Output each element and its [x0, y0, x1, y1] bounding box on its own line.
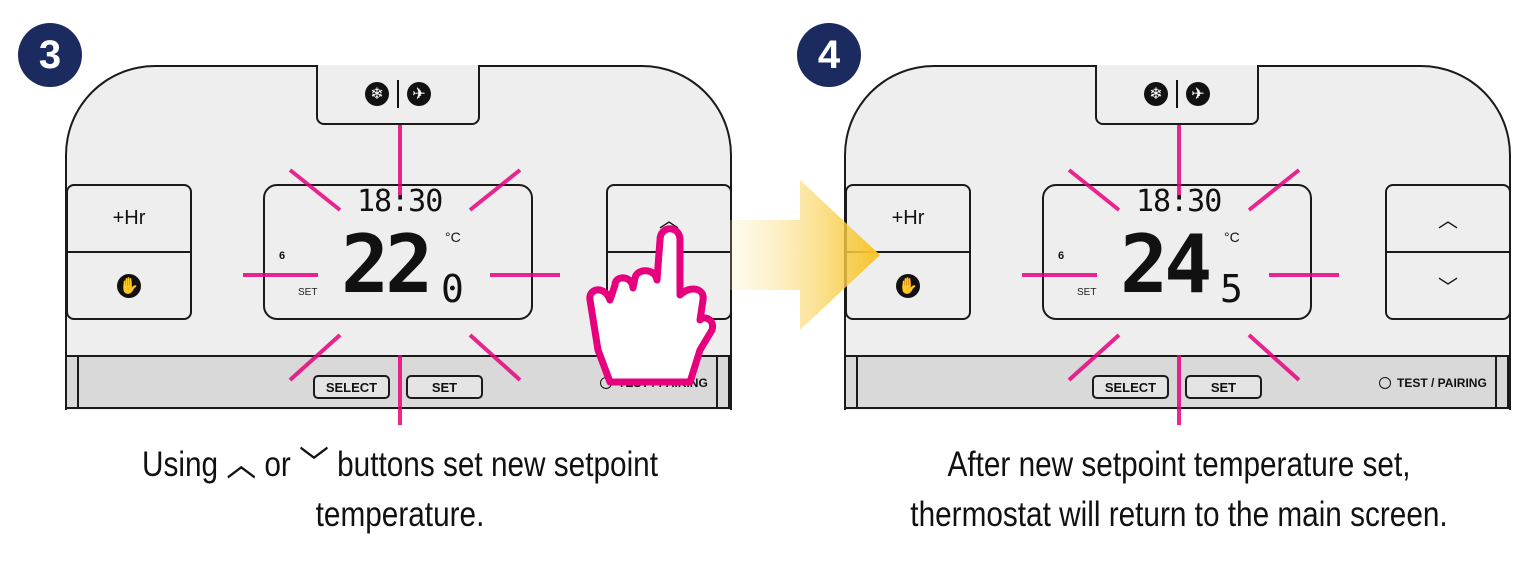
- test-pairing-button[interactable]: TEST / PAIRING: [600, 376, 708, 390]
- set-button[interactable]: SET: [1185, 375, 1262, 399]
- step-number-badge: 4: [797, 23, 861, 87]
- caption-text: Using: [141, 445, 219, 484]
- set-button[interactable]: SET: [406, 375, 483, 399]
- snowflake-icon: ❄: [365, 82, 389, 106]
- hand-icon: ✋: [117, 273, 141, 298]
- right-button-group: ︿: [606, 184, 732, 320]
- up-button[interactable]: ︿: [1438, 210, 1458, 232]
- caption-text: or: [264, 445, 291, 484]
- setpoint-decimal: 0: [441, 267, 464, 311]
- test-pairing-button[interactable]: TEST / PAIRING: [1379, 376, 1487, 390]
- program-number: 6: [1058, 250, 1065, 262]
- step-caption: Using ︿ or ﹀ buttons set new setpoint tem…: [60, 440, 740, 540]
- plus-hour-button[interactable]: +Hr: [891, 207, 925, 229]
- bottom-panel: [844, 355, 1509, 409]
- hand-icon: ✋: [896, 273, 920, 298]
- pairing-label: TEST / PAIRING: [618, 376, 708, 390]
- setpoint-temperature: 22: [341, 218, 433, 311]
- caption-line-1: After new setpoint temperature set,: [947, 445, 1411, 484]
- plus-hour-button[interactable]: +Hr: [112, 207, 146, 229]
- airplane-icon: ✈: [1186, 82, 1210, 106]
- divider: [77, 357, 79, 407]
- clock-time: 18:30: [1136, 184, 1222, 219]
- select-button[interactable]: SELECT: [1092, 375, 1169, 399]
- snowflake-icon: ❄: [1144, 82, 1168, 106]
- down-button[interactable]: ﹀: [1387, 251, 1509, 318]
- set-indicator: SET: [298, 287, 318, 298]
- caption-line-2: thermostat will return to the main scree…: [910, 495, 1448, 534]
- up-button[interactable]: ︿: [659, 210, 679, 232]
- mode-indicator-tab: ❄✈: [1095, 65, 1259, 125]
- airplane-icon: ✈: [407, 82, 431, 106]
- down-button[interactable]: [608, 251, 730, 318]
- divider: [1176, 80, 1178, 108]
- select-button[interactable]: SELECT: [313, 375, 390, 399]
- setpoint-temperature: 24: [1120, 218, 1212, 311]
- step-number-badge: 3: [18, 23, 82, 87]
- manual-button[interactable]: ✋: [847, 251, 969, 318]
- temperature-unit: °C: [1224, 229, 1240, 245]
- program-number: 6: [279, 250, 286, 262]
- mode-indicator-tab: ❄✈: [316, 65, 480, 125]
- left-button-group: +Hr ✋: [66, 184, 192, 320]
- divider: [397, 80, 399, 108]
- down-chevron-icon: ﹀: [299, 445, 329, 484]
- next-step-arrow: [730, 180, 880, 330]
- temperature-unit: °C: [445, 229, 461, 245]
- caption-text: buttons set new setpoint: [337, 445, 658, 484]
- divider: [1495, 357, 1497, 407]
- pairing-label: TEST / PAIRING: [1397, 376, 1487, 390]
- step-caption: After new setpoint temperature set, therm…: [839, 440, 1519, 540]
- divider: [716, 357, 718, 407]
- setpoint-decimal: 5: [1220, 267, 1243, 311]
- manual-button[interactable]: ✋: [68, 251, 190, 318]
- clock-time: 18:30: [357, 184, 443, 219]
- set-indicator: SET: [1077, 287, 1097, 298]
- caption-line-2: temperature.: [315, 495, 485, 534]
- right-button-group: ︿﹀: [1385, 184, 1511, 320]
- pairing-led-icon: [1379, 377, 1391, 389]
- caption-line-1: Using ︿ or ﹀ buttons set new setpoint: [60, 440, 740, 490]
- pairing-led-icon: [600, 377, 612, 389]
- up-chevron-icon: ︿: [226, 445, 257, 484]
- divider: [856, 357, 858, 407]
